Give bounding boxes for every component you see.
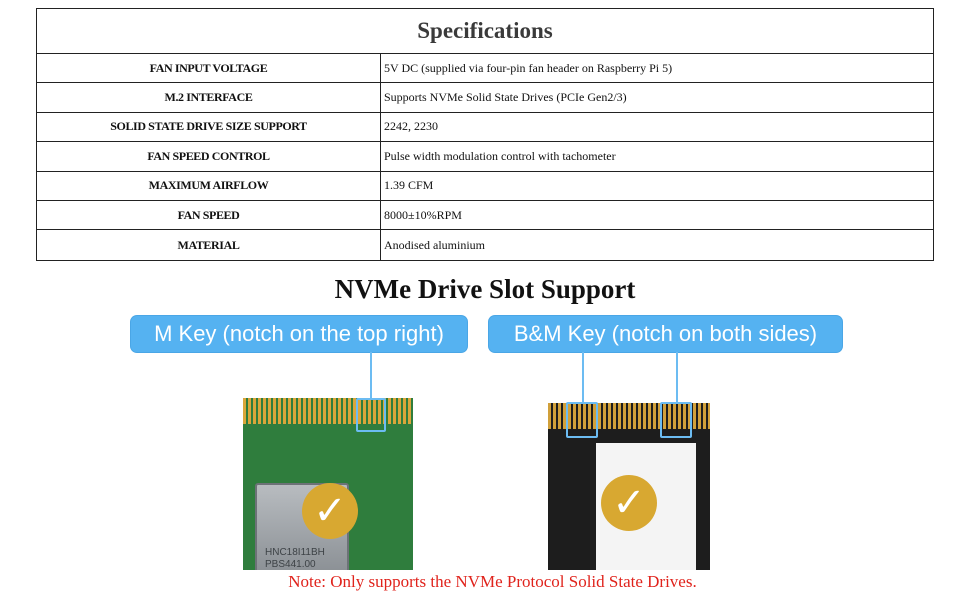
spec-key: SOLID STATE DRIVE SIZE SUPPORT <box>37 112 381 142</box>
bm-key-notch-marker-right <box>660 402 692 438</box>
spec-value: 5V DC (supplied via four-pin fan header … <box>384 60 673 75</box>
check-icon: ✓ <box>601 475 657 531</box>
note-text: Note: Only supports the NVMe Protocol So… <box>288 572 697 591</box>
bm-key-connector-left <box>582 352 584 402</box>
spec-key: MAXIMUM AIRFLOW <box>37 171 381 200</box>
spec-row: FAN INPUT VOLTAGE 5V DC (supplied via fo… <box>37 54 933 84</box>
gold-contacts <box>243 398 413 424</box>
gold-contacts <box>548 403 710 429</box>
spec-key: FAN INPUT VOLTAGE <box>37 54 381 83</box>
spec-value: Pulse width modulation control with tach… <box>384 148 616 163</box>
spec-row: FAN SPEED 8000±10%RPM <box>37 200 933 231</box>
bm-key-notch-marker-left <box>566 402 598 438</box>
spec-value: Anodised aluminium <box>384 237 485 252</box>
spec-row: MAXIMUM AIRFLOW 1.39 CFM <box>37 171 933 201</box>
m-key-notch-marker <box>356 398 386 432</box>
spec-key: M.2 INTERFACE <box>37 83 381 112</box>
spec-value: 2242, 2230 <box>384 119 438 134</box>
spec-row: MATERIAL Anodised aluminium <box>37 230 933 260</box>
spec-row: M.2 INTERFACE Supports NVMe Solid State … <box>37 83 933 113</box>
m-key-connector <box>370 352 372 398</box>
spec-row: FAN SPEED CONTROL Pulse width modulation… <box>37 142 933 172</box>
spec-key: FAN SPEED CONTROL <box>37 142 381 171</box>
spec-value: 8000±10%RPM <box>384 207 462 222</box>
spec-key: MATERIAL <box>37 230 381 260</box>
spec-title: Specifications <box>37 9 933 54</box>
bm-key-label: B&M Key (notch on both sides) <box>489 316 842 352</box>
spec-row: SOLID STATE DRIVE SIZE SUPPORT 2242, 223… <box>37 112 933 143</box>
spec-value: Supports NVMe Solid State Drives (PCIe G… <box>384 90 627 105</box>
m-key-label: M Key (notch on the top right) <box>131 316 467 352</box>
spec-value: 1.39 CFM <box>384 178 434 193</box>
spec-key: FAN SPEED <box>37 200 381 230</box>
spec-table: Specifications FAN INPUT VOLTAGE 5V DC (… <box>36 8 934 261</box>
bm-key-connector-right <box>676 352 678 402</box>
check-icon: ✓ <box>302 483 358 539</box>
section-heading: NVMe Drive Slot Support <box>334 274 636 304</box>
